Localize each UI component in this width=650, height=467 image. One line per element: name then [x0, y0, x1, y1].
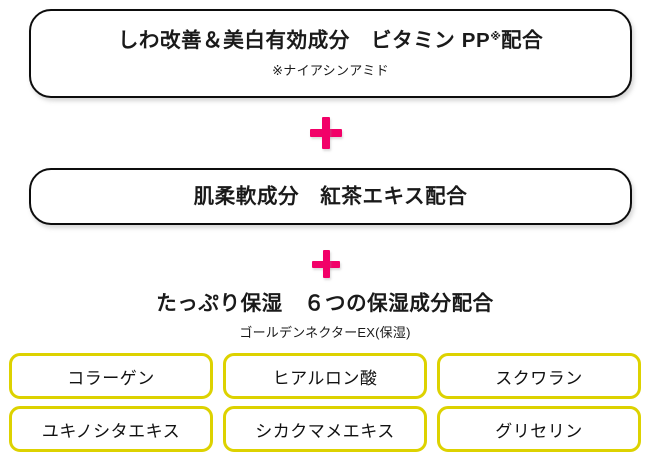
ingredient-box: スクワラン — [437, 353, 641, 399]
plus-connector-icon-1 — [310, 117, 342, 149]
ingredient-box: シカクマメエキス — [223, 406, 427, 452]
ingredient-box: ユキノシタエキス — [9, 406, 213, 452]
ingredient-box: グリセリン — [437, 406, 641, 452]
banner-vitamin-pp-title-main: しわ改善＆美白有効成分 ビタミン PP — [117, 28, 491, 52]
plus-connector-icon-2 — [312, 250, 340, 278]
ingredient-grid: コラーゲン ヒアルロン酸 スクワラン ユキノシタエキス シカクマメエキス グリセ… — [9, 353, 641, 452]
plus-vertical-bar — [322, 250, 330, 278]
banner-vitamin-pp-title: しわ改善＆美白有効成分 ビタミン PP※配合 — [118, 28, 543, 54]
banner-vitamin-pp: しわ改善＆美白有効成分 ビタミン PP※配合 ※ナイアシンアミド — [29, 9, 632, 98]
plus-vertical-bar — [322, 117, 330, 149]
reference-mark-superscript: ※ — [490, 30, 501, 43]
banner-tea-extract: 肌柔軟成分 紅茶エキス配合 — [29, 168, 632, 225]
banner-vitamin-pp-title-tail: 配合 — [500, 28, 544, 52]
moisture-heading-subtitle: ゴールデンネクターEX(保湿) — [239, 324, 411, 340]
banner-tea-extract-title: 肌柔軟成分 紅茶エキス配合 — [193, 184, 468, 208]
ingredient-box: コラーゲン — [9, 353, 213, 399]
moisture-heading: たっぷり保湿 ６つの保湿成分配合 ゴールデンネクターEX(保湿) — [0, 292, 650, 341]
ingredient-box: ヒアルロン酸 — [223, 353, 427, 399]
banner-vitamin-pp-subtitle: ※ナイアシンアミド — [272, 63, 389, 79]
moisture-heading-title: たっぷり保湿 ６つの保湿成分配合 — [156, 292, 494, 315]
